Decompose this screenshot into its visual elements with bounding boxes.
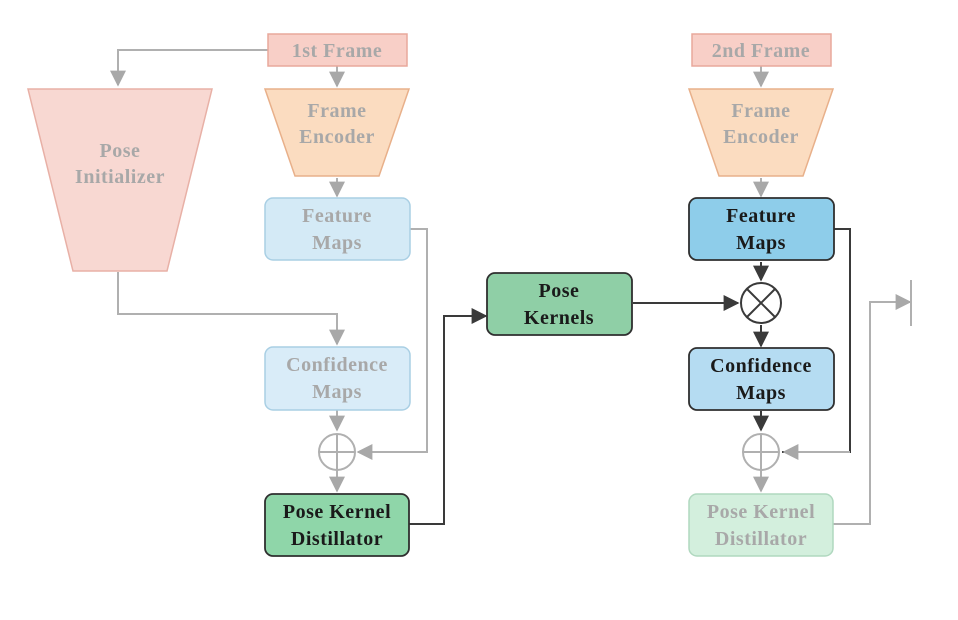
add-operator-1 (318, 433, 356, 471)
encoder1-label-2: Encoder (299, 126, 375, 148)
encoder2-label-2: Encoder (723, 126, 799, 148)
node-feature-maps-1: Feature Maps (264, 197, 411, 261)
frame2-label: 2nd Frame (712, 40, 810, 62)
distillator2-label-1: Pose Kernel (707, 501, 815, 523)
feature-maps2-label-2: Maps (736, 232, 786, 254)
connectors-left (110, 49, 428, 493)
distillator1-label-1: Pose Kernel (283, 501, 391, 523)
pose-kernels-label-2: Kernels (524, 307, 594, 329)
encoder2-label-1: Frame (731, 100, 790, 122)
pose-initializer-label-1: Pose (100, 140, 141, 162)
connectors-right-faded (753, 66, 912, 525)
confidence-maps1-label-2: Maps (312, 381, 362, 403)
feature-maps1-label-1: Feature (302, 205, 372, 227)
pose-initializer-label-2: Initializer (75, 166, 165, 188)
feature-maps2-label-1: Feature (726, 205, 796, 227)
distillator1-label-2: Distillator (291, 528, 383, 550)
node-frame-encoder-2: Frame Encoder (687, 88, 835, 177)
distillator2-label-2: Distillator (715, 528, 807, 550)
confidence-maps1-label-1: Confidence (286, 354, 388, 376)
node-pose-initializer: Pose Initializer (27, 88, 213, 272)
arrow-frame1-to-initializer (110, 49, 268, 87)
encoder1-label-1: Frame (307, 100, 366, 122)
node-frame2: 2nd Frame (691, 33, 832, 67)
frame1-label: 1st Frame (292, 40, 383, 62)
node-confidence-maps-2: Confidence Maps (688, 347, 835, 411)
arrow-distillator1-to-kernels (409, 308, 488, 525)
node-pose-kernels: Pose Kernels (486, 272, 633, 336)
node-confidence-maps-1: Confidence Maps (264, 346, 411, 411)
node-frame1: 1st Frame (267, 33, 408, 67)
arrow-features2-to-add2 (782, 228, 851, 453)
add-operator-2 (742, 433, 780, 471)
feature-maps1-label-2: Maps (312, 232, 362, 254)
node-distillator-2: Pose Kernel Distillator (688, 493, 834, 557)
arrow-features1-to-add1 (356, 228, 428, 460)
pose-kernels-label-1: Pose (539, 280, 580, 302)
arrow-distillator2-to-next (833, 294, 912, 525)
node-frame-encoder-1: Frame Encoder (263, 88, 411, 177)
confidence-maps2-label-1: Confidence (710, 355, 812, 377)
multiply-operator (740, 282, 782, 324)
confidence-maps2-label-2: Maps (736, 382, 786, 404)
node-distillator-1: Pose Kernel Distillator (264, 493, 410, 557)
node-feature-maps-2: Feature Maps (688, 197, 835, 261)
arrow-initializer-to-confidence1 (117, 272, 345, 346)
